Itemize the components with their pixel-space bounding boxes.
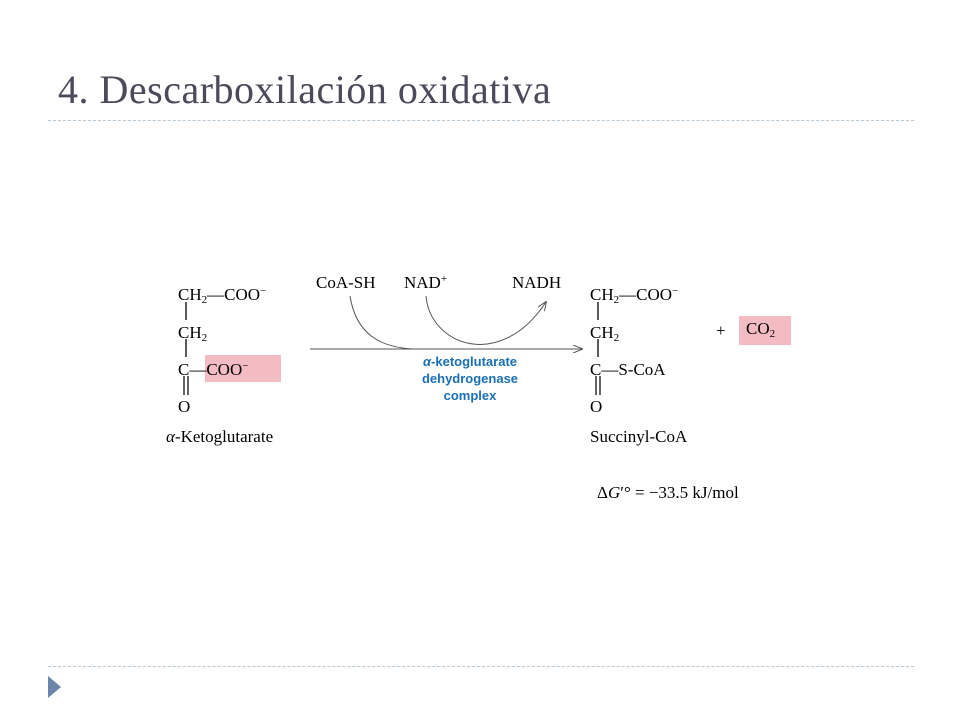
enzyme-label: α-ketoglutarate dehydrogenase complex: [421, 354, 519, 403]
reactant-line-1: CH2—COO−: [178, 285, 267, 306]
nad-label: NAD+: [404, 273, 448, 292]
reactant-line-3: C—COO−: [178, 360, 249, 379]
reactant-name: α-Ketoglutarate: [166, 427, 274, 446]
coa-sh-curve: [349, 295, 413, 350]
product-line-3: C—S-CoA: [590, 360, 666, 379]
coa-sh-label: CoA-SH: [316, 273, 376, 292]
triangle-bullet-icon: [48, 676, 61, 698]
nad-nadh-curve: [425, 295, 546, 345]
product-line-1: CH2—COO−: [590, 285, 679, 306]
co2-label: CO2: [746, 319, 776, 340]
nadh-label: NADH: [512, 273, 562, 292]
free-energy-label: ΔG′° = −33.5 kJ/mol: [597, 483, 739, 502]
product-line-2: CH2: [590, 323, 620, 344]
reactant-line-2: CH2: [178, 323, 208, 344]
co2-highlight: [739, 316, 791, 345]
product-line-4: O: [590, 397, 603, 416]
plus-sign: +: [716, 321, 726, 340]
slide-title: 4. Descarboxilación oxidativa: [58, 67, 552, 112]
reactant-line-4: O: [178, 397, 191, 416]
footer-divider: [48, 666, 914, 667]
product-name: Succinyl-CoA: [590, 427, 688, 446]
reactant-carboxyl-highlight: [205, 355, 281, 382]
title-divider: [48, 120, 914, 121]
